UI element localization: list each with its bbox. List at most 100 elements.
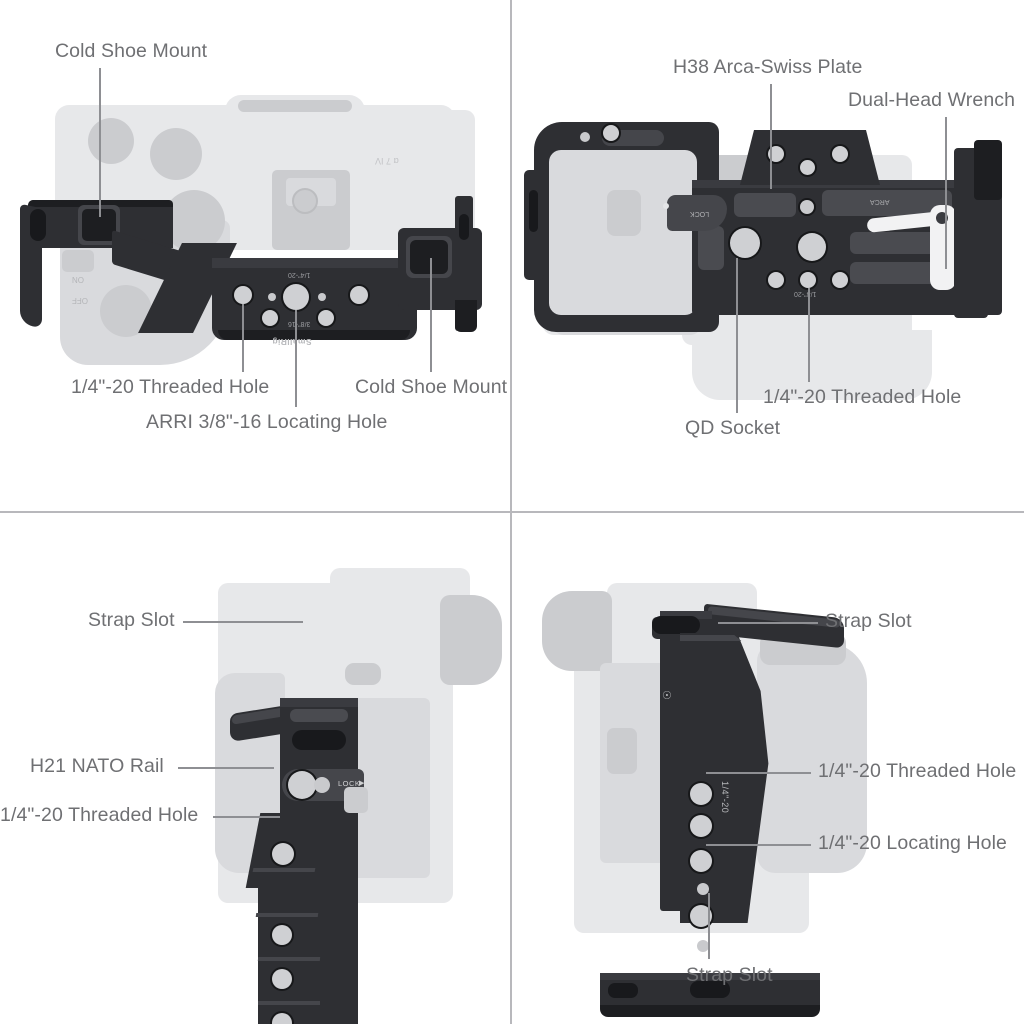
recess-right-lower bbox=[850, 262, 950, 284]
lock-knob-secondary bbox=[314, 777, 330, 793]
label-cold-shoe-mount-right: Cold Shoe Mount bbox=[355, 376, 508, 398]
hole-battery-pin bbox=[580, 132, 590, 142]
cage-column-upper-edge bbox=[280, 698, 358, 707]
cage-top-groove bbox=[290, 709, 348, 722]
cage-left-strap-slot bbox=[30, 209, 46, 241]
leader-arri-locating-hole bbox=[295, 310, 297, 407]
ghost-port-door bbox=[607, 728, 637, 774]
hole-rail-1 bbox=[272, 843, 294, 865]
cage-column-right-edge bbox=[660, 611, 712, 619]
hole-arri-lower-right bbox=[318, 310, 334, 326]
recess-left-upper bbox=[734, 193, 796, 217]
cage-left-edge-slot bbox=[529, 190, 538, 232]
hole-right-locating bbox=[690, 905, 712, 927]
ghost-body-button bbox=[344, 787, 368, 813]
hole-arca-center bbox=[800, 160, 815, 175]
hole-arri-center bbox=[283, 284, 309, 310]
leader-qd-socket bbox=[736, 258, 738, 413]
hole-pin-left bbox=[268, 293, 276, 301]
label-quarter-threaded-hole-top: 1/4"-20 Threaded Hole bbox=[71, 376, 270, 398]
hole-upper-center bbox=[800, 200, 814, 214]
cage-baseplate-top-edge bbox=[212, 258, 417, 268]
cage-column-lower bbox=[300, 813, 358, 1024]
hole-arca-right bbox=[832, 146, 848, 162]
leader-nato-rail bbox=[178, 767, 274, 769]
lock-arrow-icon: ▶ bbox=[359, 780, 365, 787]
cage-grip-profile-highlight bbox=[680, 635, 742, 641]
leader-quarter-threaded-hole-right bbox=[706, 772, 811, 774]
nato-groove-1 bbox=[252, 868, 316, 872]
leader-quarter-locating-hole-right bbox=[706, 844, 811, 846]
cage-grip-profile-right bbox=[680, 633, 769, 923]
arca-swiss-plate bbox=[740, 130, 880, 185]
view-top: α 7 IV ON OFF 1/4"-20 3/8"-16 SmallRig bbox=[0, 0, 510, 511]
label-nato-rail: H21 NATO Rail bbox=[30, 755, 164, 777]
nato-groove-4 bbox=[258, 1001, 320, 1005]
hole-quarter-row-left bbox=[768, 272, 784, 288]
leader-dual-head-wrench bbox=[945, 117, 947, 269]
hole-quarter-row-right bbox=[832, 272, 848, 288]
ghost-model-mark: α 7 IV bbox=[375, 156, 399, 166]
lock-knob-screw bbox=[288, 771, 316, 799]
ghost-grip-bottom bbox=[692, 330, 932, 400]
leader-cold-shoe-mount-right bbox=[430, 258, 432, 372]
engraving-quarter-20: 1/4"-20 bbox=[288, 271, 311, 278]
recess-left-tall bbox=[698, 226, 724, 270]
cage-baseplate-bottom-edge bbox=[218, 330, 410, 340]
engraving-arri-16: 3/8"-16 bbox=[288, 320, 311, 327]
label-cold-shoe-mount-top: Cold Shoe Mount bbox=[55, 40, 208, 62]
view-bottom: ARCA 1/4"-20 LOCK bbox=[512, 0, 1024, 511]
hole-right-small-2 bbox=[697, 940, 709, 952]
hole-rail-4 bbox=[272, 1013, 292, 1024]
engraving-lock: LOCK bbox=[690, 210, 710, 217]
strap-slot-right-bottom bbox=[690, 981, 730, 998]
label-quarter-locating-hole-right: 1/4"-20 Locating Hole bbox=[818, 832, 1007, 854]
qd-socket bbox=[730, 228, 760, 258]
leader-cold-shoe-mount-top bbox=[99, 68, 101, 217]
lock-indicator-dot bbox=[663, 203, 669, 209]
ghost-power-off-mark: OFF bbox=[72, 296, 88, 305]
label-quarter-threaded-hole-left: 1/4"-20 Threaded Hole bbox=[0, 804, 199, 826]
hole-battery-screw bbox=[603, 125, 619, 141]
ghost-dial-exposure bbox=[163, 190, 225, 252]
engraving-arca: ARCA bbox=[870, 198, 890, 205]
recess-right-mid bbox=[850, 232, 950, 254]
ghost-logo-mark: ☉ bbox=[662, 690, 672, 702]
ghost-grip-right bbox=[757, 643, 867, 873]
hole-right-2 bbox=[690, 815, 712, 837]
nato-groove-3 bbox=[257, 957, 321, 961]
hole-right-3 bbox=[690, 850, 712, 872]
engraving-lock-left: LOCK bbox=[338, 779, 361, 788]
hole-arri-lower-left bbox=[262, 310, 278, 326]
hole-quarter-row-center bbox=[800, 272, 816, 288]
ghost-hotshoe-pin bbox=[292, 188, 318, 214]
label-qd-socket: QD Socket bbox=[685, 417, 781, 439]
leader-strap-slot-right-bottom bbox=[708, 893, 710, 959]
engraving-quarter-20-right: 1/4"-20 bbox=[720, 781, 730, 814]
cage-right-tab bbox=[974, 140, 1002, 200]
leader-quarter-threaded-hole-bottom bbox=[808, 288, 810, 382]
hole-rail-2 bbox=[272, 925, 292, 945]
leader-quarter-threaded-hole-top bbox=[242, 304, 244, 372]
view-left-side: LOCK ▶ bbox=[0, 513, 510, 1024]
label-strap-slot-right-top: Strap Slot bbox=[825, 610, 912, 632]
cage-baseplate-right-edge bbox=[600, 973, 820, 980]
ghost-button-left bbox=[345, 663, 381, 685]
hole-pin-right bbox=[318, 293, 326, 301]
baseplate-right-slot bbox=[608, 983, 638, 998]
label-arca-swiss-plate: H38 Arca-Swiss Plate bbox=[673, 56, 863, 78]
ghost-button-rec bbox=[62, 250, 94, 272]
cage-baseplate-right-bottom bbox=[600, 1005, 820, 1017]
ghost-power-on-mark: ON bbox=[72, 275, 84, 284]
hole-right-1 bbox=[690, 783, 712, 805]
horizontal-divider bbox=[0, 511, 1024, 513]
ghost-battery-latch bbox=[607, 190, 641, 236]
hole-rail-3 bbox=[272, 969, 292, 989]
label-strap-slot-left: Strap Slot bbox=[88, 609, 175, 631]
cage-right-foot bbox=[455, 300, 477, 332]
strap-slot-right-top bbox=[652, 616, 700, 634]
hole-quarter-right bbox=[350, 286, 368, 304]
leader-quarter-threaded-hole-left bbox=[213, 816, 280, 818]
brand-logo-smallrig: SmallRig bbox=[272, 337, 312, 347]
